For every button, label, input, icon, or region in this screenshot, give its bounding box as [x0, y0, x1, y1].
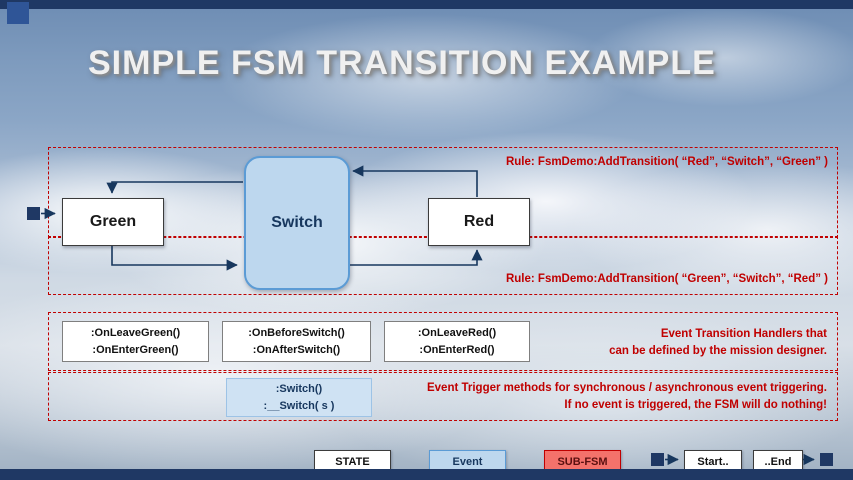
handlers-note-line2: can be defined by the mission designer. [609, 344, 827, 357]
handler-box-green: :OnLeaveGreen() :OnEnterGreen() [62, 321, 209, 362]
trigger-region: Event Trigger methods for synchronous / … [48, 372, 838, 421]
handler-line: :OnAfterSwitch() [252, 343, 341, 356]
handler-line: :OnLeaveGreen() [90, 327, 181, 339]
state-green: Green [62, 198, 164, 246]
handler-box-switch: :OnBeforeSwitch() :OnAfterSwitch() [222, 321, 371, 362]
handler-line: :OnLeaveRed() [417, 327, 497, 339]
bottom-bar [0, 469, 853, 480]
trigger-note: Event Trigger methods for synchronous / … [427, 380, 827, 413]
trigger-line: :Switch() [275, 383, 323, 395]
corner-square [7, 2, 29, 24]
trigger-note-line1: Event Trigger methods for synchronous / … [426, 382, 827, 394]
rule-text-top: Rule: FsmDemo:AddTransition( “Red”, “Swi… [505, 156, 828, 168]
handler-line: :OnEnterRed() [419, 343, 495, 356]
state-red: Red [428, 198, 530, 246]
legend-start-square-icon [651, 453, 664, 466]
handler-line: :OnEnterGreen() [92, 343, 179, 356]
legend-state: STATE [314, 450, 391, 473]
page-title: SIMPLE FSM TRANSITION EXAMPLE [88, 44, 716, 82]
rule-text-bottom: Rule: FsmDemo:AddTransition( “Green”, “S… [505, 273, 828, 286]
start-square-icon [27, 207, 40, 220]
trigger-note-line2: If no event is triggered, the FSM will d… [564, 398, 827, 411]
legend-end: ..End [753, 450, 803, 473]
legend-event: Event [429, 450, 506, 473]
handlers-note-line1: Event Transition Handlers that [660, 328, 827, 340]
trigger-line: :__Switch( s ) [263, 399, 335, 412]
legend-subfsm: SUB-FSM [544, 450, 621, 473]
top-bar [0, 0, 853, 9]
handler-box-red: :OnLeaveRed() :OnEnterRed() [384, 321, 530, 362]
handlers-note: Event Transition Handlers that can be de… [609, 326, 827, 359]
trigger-box: :Switch() :__Switch( s ) [226, 378, 372, 417]
event-switch: Switch [244, 156, 350, 290]
legend-end-square-icon [820, 453, 833, 466]
handler-line: :OnBeforeSwitch() [248, 327, 345, 339]
handlers-region: Event Transition Handlers that can be de… [48, 312, 838, 371]
